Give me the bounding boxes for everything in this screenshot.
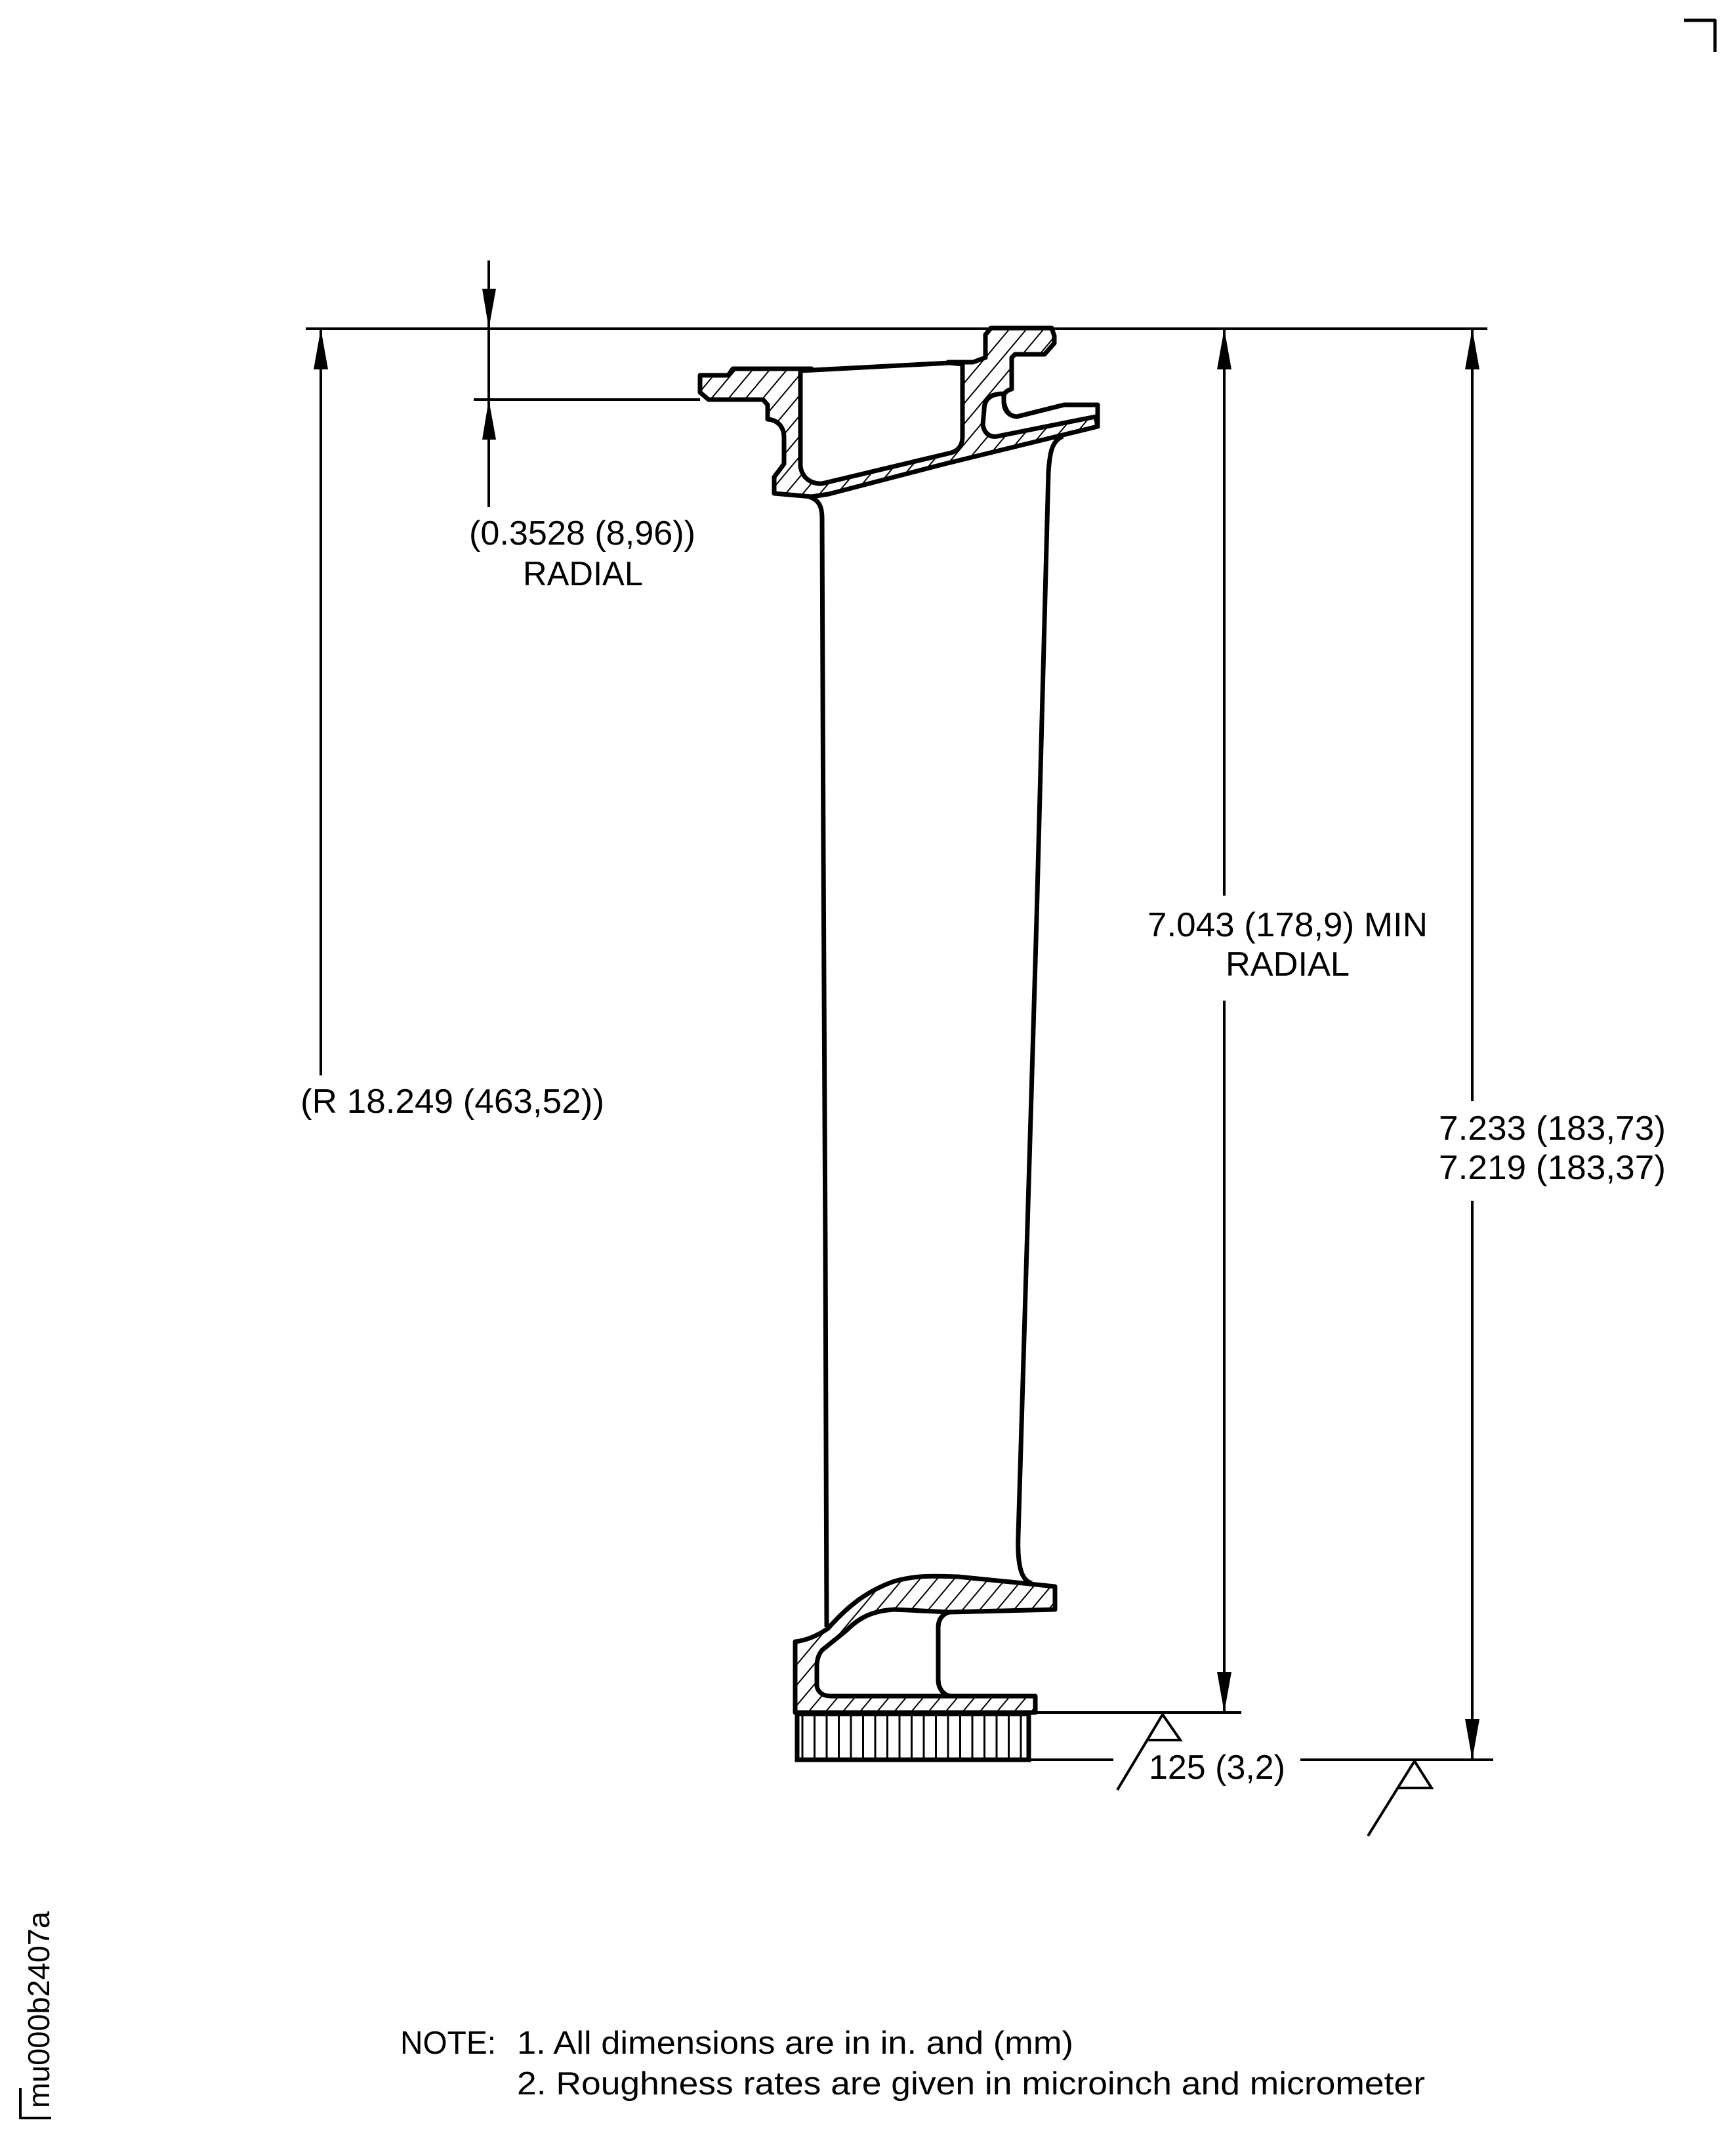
figure-id: mu000b2407a <box>22 1911 56 2108</box>
arrow-down-icon <box>1465 1719 1479 1760</box>
note-item-2: 2. Roughness rates are given in microinc… <box>517 2066 1425 2102</box>
corner-mark-top-right <box>1684 18 1717 52</box>
arrow-up-icon <box>314 329 328 369</box>
note-item-1: 1. All dimensions are in in. and (mm) <box>517 2025 1073 2061</box>
arrow-up-icon <box>1465 329 1479 369</box>
shroud-offset-qualifier: RADIAL <box>523 555 643 593</box>
root-cavity <box>814 1607 954 1699</box>
reference-radius-value: (R 18.249 (463,52)) <box>300 1083 604 1121</box>
shroud-offset-value: (0.3528 (8,96)) <box>469 514 695 552</box>
min-radial-value: 7.043 (178,9) MIN <box>1147 906 1428 944</box>
shroud-hook-cavity <box>980 391 1100 439</box>
overall-length-lower: 7.219 (183,37) <box>1439 1149 1666 1187</box>
roughness-symbol-base <box>1367 1758 1434 1837</box>
shroud-cavity <box>798 360 965 486</box>
corner-mark-bottom-left <box>19 2088 51 2119</box>
arrow-up-icon <box>482 400 496 440</box>
min-radial-qualifier: RADIAL <box>1226 945 1350 984</box>
blade-section <box>697 325 1100 1762</box>
arrow-up-icon <box>1217 329 1231 369</box>
arrow-down-icon <box>482 289 496 329</box>
airfoil-trailing-edge <box>1016 434 1064 1586</box>
note-prefix: NOTE: <box>400 2025 496 2061</box>
roughness-label: 125 (3,2) <box>1149 1749 1285 1787</box>
dimension-lines <box>306 260 1493 1761</box>
overall-length-upper: 7.233 (183,73) <box>1439 1110 1666 1148</box>
roughness-symbol-platform <box>1116 1712 1183 1791</box>
arrow-down-icon <box>1217 1672 1231 1713</box>
airfoil-leading-edge <box>808 494 829 1628</box>
root-serrations <box>795 1711 1031 1762</box>
